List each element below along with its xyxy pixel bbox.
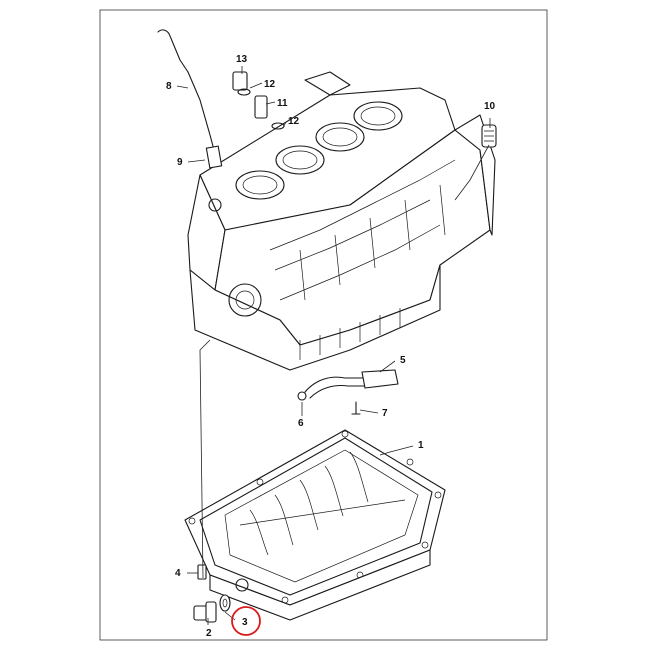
callout-9: 9 [177, 157, 183, 168]
callout-7: 7 [382, 408, 388, 419]
oil-pan [184, 429, 446, 621]
callout-8: 8 [166, 81, 172, 92]
drain-hole [235, 578, 249, 592]
callout-12-upper: 12 [264, 79, 276, 90]
callout-10: 10 [484, 101, 496, 112]
bolt-7 [351, 401, 361, 415]
washer-12-upper [237, 88, 251, 96]
callout-labels: 1 2 3 4 5 6 7 8 9 10 11 12 12 13 [166, 54, 496, 639]
plug-11 [254, 95, 268, 119]
bolt-4 [197, 564, 207, 580]
highlight-circle-part-3 [231, 606, 261, 636]
dipstick-assembly [157, 29, 223, 169]
callout-12-lower: 12 [288, 116, 300, 127]
sensor-parts [232, 71, 285, 130]
callout-11: 11 [277, 98, 288, 109]
diagram-border [99, 9, 548, 641]
callout-3: 3 [242, 617, 248, 628]
sensor-13 [232, 71, 248, 91]
leader-lines [176, 66, 491, 625]
callout-2: 2 [206, 628, 212, 639]
part-10 [481, 124, 497, 148]
o-ring-6 [297, 391, 307, 401]
callout-1: 1 [418, 440, 424, 451]
callout-6: 6 [298, 418, 304, 429]
oil-pickup-tube [297, 369, 399, 415]
callout-4: 4 [175, 568, 181, 579]
engine-block [187, 71, 496, 371]
gasket-3 [219, 594, 231, 612]
callout-5: 5 [400, 355, 406, 366]
callout-13: 13 [236, 54, 248, 65]
drain-plug-2 [193, 601, 217, 623]
